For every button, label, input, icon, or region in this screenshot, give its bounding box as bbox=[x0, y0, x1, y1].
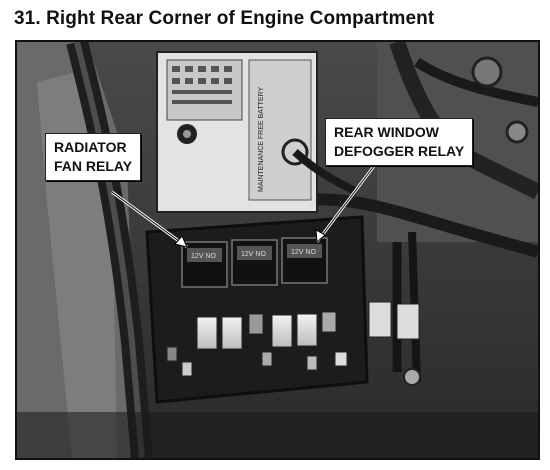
inline-fuse-holders bbox=[368, 301, 421, 386]
callout-line: DEFOGGER RELAY bbox=[334, 143, 465, 159]
svg-text:12V NO: 12V NO bbox=[191, 253, 216, 260]
page-title: 31. Right Rear Corner of Engine Compartm… bbox=[14, 8, 435, 29]
radiator-fan-relay-callout: RADIATOR FAN RELAY bbox=[45, 133, 142, 181]
svg-text:12V NO: 12V NO bbox=[241, 251, 266, 258]
rear-window-defogger-relay-callout: REAR WINDOW DEFOGGER RELAY bbox=[325, 118, 474, 166]
fuse-relay-box: 12V NO 12V NO 12V NO bbox=[145, 215, 369, 404]
callout-line: RADIATOR bbox=[54, 139, 127, 155]
callout-line: REAR WINDOW bbox=[334, 124, 439, 140]
fuses bbox=[166, 311, 348, 377]
callout-line: FAN RELAY bbox=[54, 158, 133, 174]
svg-text:12V NO: 12V NO bbox=[291, 249, 316, 256]
engine-compartment-photo: MAINTENANCE FREE BATTERY 12V NO 12V NO bbox=[15, 40, 540, 460]
battery-label: MAINTENANCE FREE BATTERY bbox=[258, 87, 265, 192]
middle-relay: 12V NO bbox=[231, 239, 278, 286]
rear-window-defogger-relay: 12V NO bbox=[281, 237, 328, 284]
radiator-fan-relay: 12V NO bbox=[181, 241, 228, 288]
battery: MAINTENANCE FREE BATTERY bbox=[156, 51, 359, 213]
photo-illustration: MAINTENANCE FREE BATTERY 12V NO 12V NO bbox=[17, 42, 538, 458]
